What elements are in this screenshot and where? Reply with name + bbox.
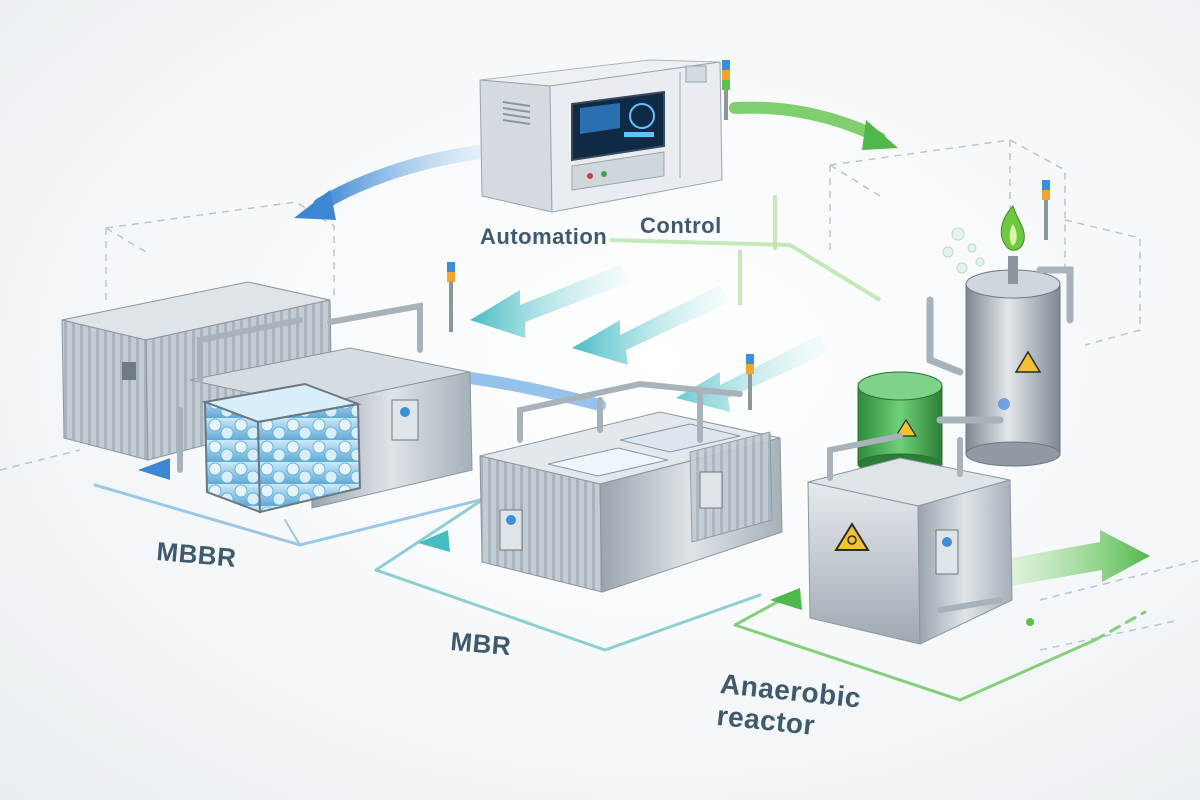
- signal-tower-icon: [722, 60, 730, 120]
- control-label: Control: [640, 213, 722, 238]
- mbbr-unit: [61, 262, 473, 514]
- biohazard-icon: [894, 418, 918, 437]
- mbr-unit: [479, 354, 783, 593]
- anaerobic-reactor-unit: [807, 180, 1074, 645]
- arrowhead-blue: [294, 190, 336, 220]
- biohazard-icon: [834, 522, 870, 551]
- signal-tower-icon: [447, 262, 455, 332]
- flow-arrow-to-reactor: [729, 101, 886, 144]
- automation-label: Automation: [480, 224, 608, 249]
- flow-arrow-teal-2: [572, 285, 730, 365]
- flow-arrow-to-mbbr: [313, 145, 487, 212]
- mbr-label: MBR: [449, 626, 513, 662]
- control-cabinet-icon: [479, 59, 730, 213]
- biohazard-icon: [1014, 350, 1042, 373]
- signal-tower-icon: [746, 354, 754, 410]
- arrowhead-green: [862, 120, 898, 150]
- signal-tower-icon: [1042, 180, 1050, 240]
- flow-arrow-teal-1: [470, 265, 630, 338]
- flow-arrow-outlet: [1000, 530, 1150, 588]
